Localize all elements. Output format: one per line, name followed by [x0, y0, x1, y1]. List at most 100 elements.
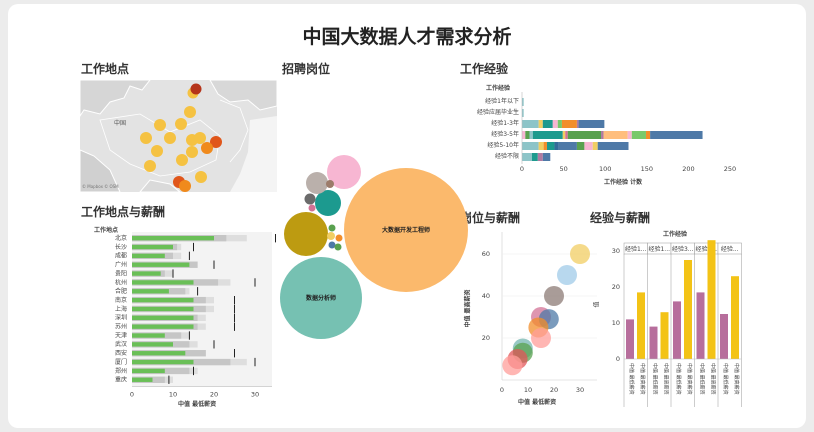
bubble	[344, 168, 468, 292]
loc-city-label: 成都	[115, 252, 127, 260]
exp-bar-segment	[565, 131, 568, 139]
exp-bar-segment	[529, 131, 533, 139]
es-low-bar	[673, 301, 681, 359]
loc-city-label: 武汉	[115, 340, 127, 348]
pos-y-tick: 40	[482, 292, 490, 300]
loc-salary-bar	[132, 253, 165, 259]
pos-scatter-point	[570, 244, 590, 264]
exp-category-label: 经验1年以下	[485, 97, 519, 105]
map-marker	[151, 145, 163, 157]
loc-salary-bar	[132, 306, 194, 312]
es-high-bar	[707, 240, 716, 359]
loc-city-label: 苏州	[115, 323, 127, 331]
bubble	[327, 232, 335, 240]
es-high-bar	[637, 292, 645, 359]
exp-x-tick: 100	[599, 165, 611, 173]
exp-bar-segment	[542, 153, 551, 161]
exp-salary-header: 工作经验	[663, 231, 688, 238]
loc-city-label: 长沙	[115, 243, 127, 251]
map-marker	[201, 142, 213, 154]
exp-bar-segment	[576, 120, 579, 128]
exp-bar-segment	[537, 153, 543, 161]
loc-city-label: 天津	[115, 332, 127, 339]
exp-bar-segment	[522, 131, 526, 139]
es-bar-label: 中值 最高薪资	[686, 363, 693, 395]
exp-bar-segment	[542, 120, 553, 128]
dashboard: 中国大数据人才需求分析 工作地点 招聘岗位 工作经验 工作地点与薪酬 岗位与薪酬…	[8, 4, 806, 428]
loc-salary-bar	[132, 315, 194, 320]
bubble	[327, 155, 361, 189]
loc-salary-bar	[132, 271, 161, 276]
loc-salary-bar	[132, 368, 165, 374]
bubble-chart: 大数据开发工程师 数据分析师	[280, 155, 468, 339]
pos-x-tick: 0	[500, 386, 504, 394]
bubble	[304, 193, 316, 205]
es-group-label: 经验5...	[695, 245, 717, 253]
loc-city-label: 杭州	[115, 278, 127, 286]
position-y-axis-title: 中值 最高薪资	[464, 289, 472, 328]
loc-x-tick: 10	[169, 390, 177, 398]
pos-y-tick: 60	[482, 250, 490, 258]
es-low-bar	[720, 314, 728, 359]
es-bar-label: 中值 最高薪资	[639, 363, 646, 395]
pos-scatter-point	[544, 286, 564, 306]
es-low-bar	[649, 326, 658, 359]
es-bar-label: 中值 最低薪资	[699, 363, 706, 395]
exp-x-tick: 50	[559, 165, 567, 173]
bubble	[315, 190, 341, 216]
position-salary-panel-title: 岗位与薪酬	[460, 211, 521, 225]
bubble	[326, 180, 334, 188]
pos-x-tick: 20	[550, 386, 558, 394]
exp-bar-segment	[597, 142, 629, 150]
exp-bar-segment	[561, 120, 577, 128]
loc-salary-bar	[132, 377, 153, 382]
bubble	[280, 257, 362, 339]
loc-salary-bar	[132, 324, 194, 329]
exp-bar-segment	[522, 142, 539, 150]
pos-scatter-point	[557, 265, 577, 285]
location-salary-panel-title: 工作地点与薪酬	[81, 205, 166, 219]
exp-bar-segment	[603, 131, 628, 139]
es-bar-label: 中值 最低薪资	[722, 363, 729, 395]
position-x-axis-title: 中值 最低薪资	[518, 399, 557, 406]
map-attribution: © Mapbox © OSM	[82, 184, 119, 189]
pos-scatter-point	[502, 355, 523, 376]
es-group-header-cell	[717, 242, 742, 255]
loc-salary-bar	[132, 342, 173, 347]
loc-salary-bar	[132, 280, 194, 285]
exp-bar-segment	[538, 142, 544, 150]
bubble-label: 数据分析师	[306, 294, 336, 302]
es-bar-label: 中值 最低薪资	[675, 363, 682, 395]
map-marker	[190, 83, 202, 95]
map-view[interactable]: 中国 © Mapbox © OSM	[80, 80, 277, 192]
loc-salary-bar	[132, 297, 194, 303]
exp-bar-segment	[557, 120, 562, 128]
pos-y-tick: 20	[482, 334, 490, 342]
location-header: 工作地点	[94, 227, 119, 234]
experience-header: 工作经验	[486, 85, 511, 92]
es-bar-label: 中值 最高薪资	[663, 363, 670, 395]
bubble	[334, 243, 342, 251]
loc-salary-bar	[132, 262, 190, 267]
loc-city-label: 深圳	[115, 314, 127, 322]
bubble	[328, 241, 336, 249]
map-base-shapes	[80, 80, 277, 192]
es-low-bar	[626, 319, 634, 359]
exp-bar-segment	[522, 153, 532, 161]
exp-bar-segment	[567, 131, 602, 139]
es-group-label: 经验3...	[672, 245, 694, 253]
exp-bar-segment	[554, 142, 559, 150]
bubble	[306, 172, 328, 194]
exp-bar-segment	[552, 120, 558, 128]
map-marker	[144, 160, 156, 172]
map-marker	[195, 171, 207, 183]
exp-bar-segment	[576, 142, 585, 150]
map-marker	[179, 180, 191, 192]
exp-bar-segment	[538, 120, 543, 128]
loc-city-label: 贵阳	[115, 269, 127, 277]
es-group-label: 经验1...	[625, 245, 647, 253]
